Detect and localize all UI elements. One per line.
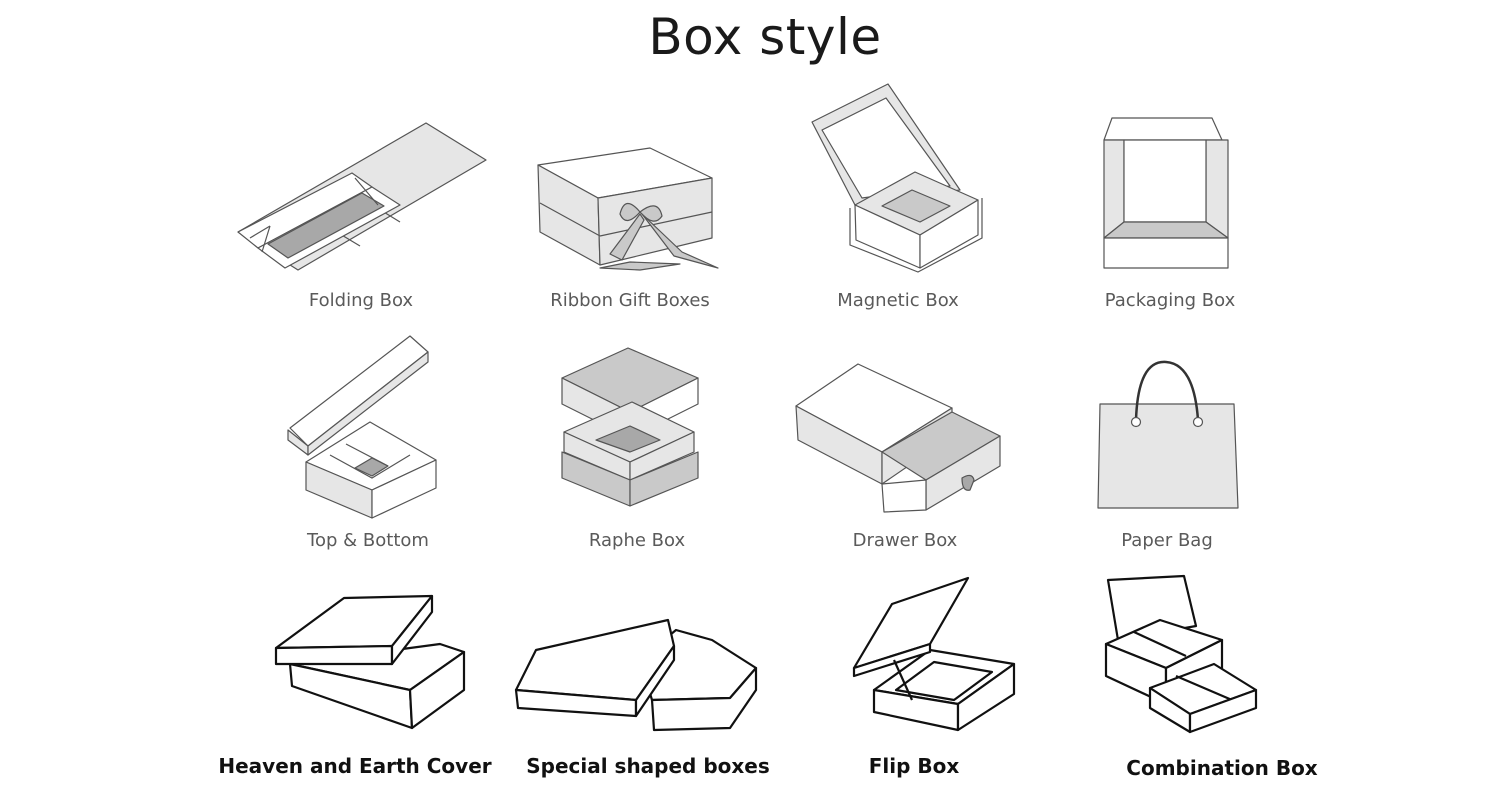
page-title: Box style <box>648 8 882 66</box>
drawer-box-label: Drawer Box <box>852 530 958 551</box>
combination-box-label: Combination Box <box>1126 756 1318 780</box>
folding-box-label: Folding Box <box>308 290 414 311</box>
heaven-earth-cover-label: Heaven and Earth Cover <box>218 754 492 778</box>
top-bottom-label: Top & Bottom <box>307 530 429 551</box>
raphe-box-label: Raphe Box <box>588 530 686 551</box>
ribbon-gift-boxes-label: Ribbon Gift Boxes <box>550 290 710 311</box>
magnetic-box-label: Magnetic Box <box>837 290 959 311</box>
paper-bag-label: Paper Bag <box>1121 530 1213 551</box>
packaging-box-label: Packaging Box <box>1104 290 1236 311</box>
flip-box-label: Flip Box <box>868 754 960 778</box>
special-shaped-boxes-label: Special shaped boxes <box>526 754 770 778</box>
